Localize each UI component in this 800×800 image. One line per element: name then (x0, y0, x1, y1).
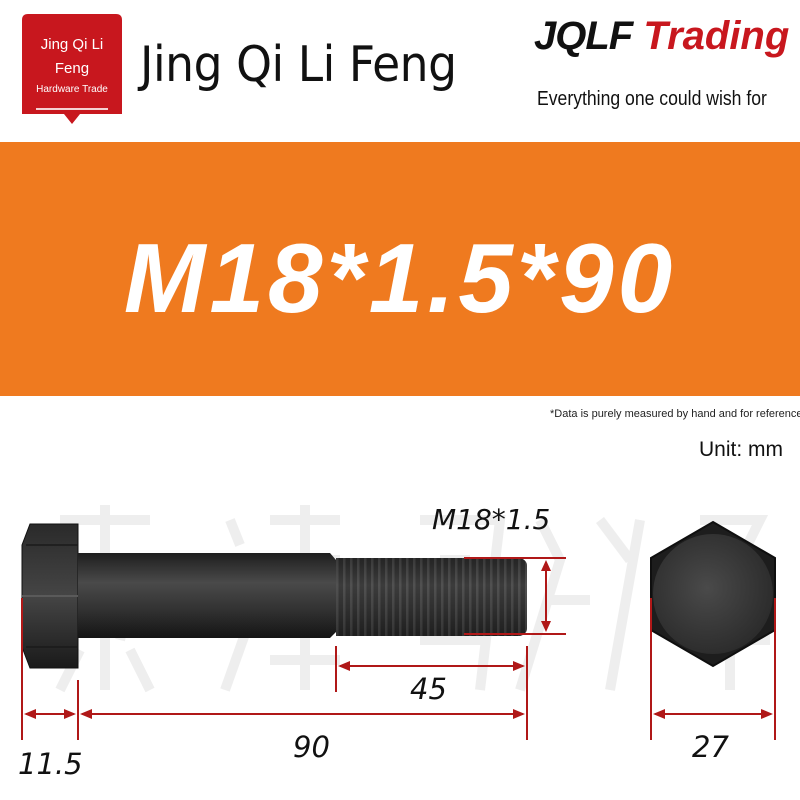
bolt-side-view (21, 523, 527, 669)
badge-line-1: Jing Qi Li (40, 36, 104, 53)
brand-badge: Jing Qi Li Feng Hardware Trade (22, 14, 122, 126)
head-height-label: 11.5 (18, 747, 83, 781)
badge-shape (22, 14, 122, 124)
disclaimer-note: *Data is purely measured by hand and for… (550, 408, 800, 420)
spec-title: M18*1.5*90 (123, 223, 677, 333)
dimension-lines (21, 557, 776, 740)
thread-length-label: 45 (410, 672, 447, 706)
trading-logo: JQLF Trading (534, 14, 789, 59)
logo-mark: JQLF (534, 14, 633, 58)
badge-line-2: Feng (54, 60, 90, 77)
badge-line-3: Hardware Trade (36, 84, 108, 95)
tagline: Everything one could wish for (537, 88, 767, 110)
spec-banner: M18*1.5*90 (0, 142, 800, 396)
logo-word: Trading (643, 14, 790, 58)
brand-name: Jing Qi Li Feng (140, 36, 457, 93)
thread-spec-label: M18*1.5 (432, 503, 551, 536)
hex-end-view (650, 520, 776, 668)
across-flats-label: 27 (692, 730, 729, 764)
total-length-label: 90 (293, 730, 330, 764)
unit-label: Unit: mm (699, 438, 783, 461)
